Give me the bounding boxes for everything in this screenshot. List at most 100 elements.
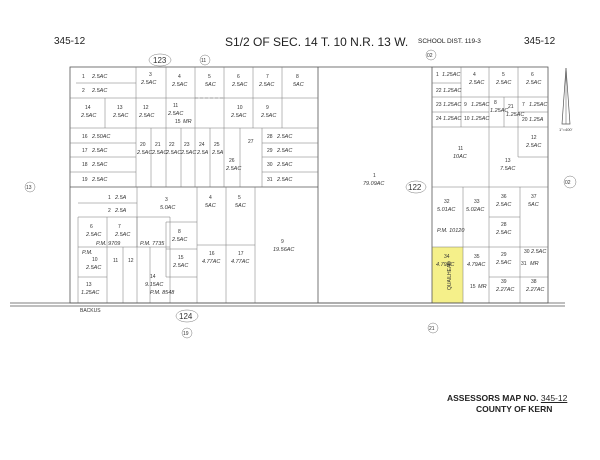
parcel-acreage: 1.25AC (442, 72, 460, 78)
parcel-number: 1 (108, 195, 111, 201)
parcel-number: 29 (501, 252, 507, 258)
assessors-map-label: ASSESSORS MAP NO. 345-12 (447, 393, 567, 403)
parcel-acreage: 2.5A (196, 150, 209, 156)
ref-11: 11 (201, 58, 206, 64)
parcel-acreage: 2.5AC (91, 74, 107, 80)
parcel-acreage: 4.77AC (231, 259, 249, 265)
parcel-acreage: P.M. 8548 (150, 290, 175, 296)
parcel-acreage: 2.5AC (180, 150, 196, 156)
parcel-number: 36 (501, 194, 507, 200)
parcel-number: 8 (494, 100, 497, 106)
highlighted-parcel[interactable] (432, 247, 463, 303)
parcel-number: 18 (82, 162, 88, 168)
parcel-number: 24 (199, 142, 205, 148)
parcel-number: 15 (175, 119, 181, 125)
parcel-acreage: 2.5AC (276, 162, 292, 168)
parcel-number: 9 (464, 102, 467, 108)
parcel-number: 24 (436, 116, 442, 122)
parcel-number: 13 (505, 158, 511, 164)
parcel-acreage: 2.5AC (91, 88, 107, 94)
parcel-number: 14 (85, 105, 91, 111)
parcel-acreage: 5AC (205, 82, 216, 88)
map-number-right: 345-12 (524, 36, 556, 47)
parcel-number: 31 (521, 261, 527, 267)
parcel-number: 5 (208, 74, 211, 80)
parcel-number: 1 (436, 72, 439, 78)
parcel-acreage: 2.27AC (495, 287, 514, 293)
parcel-number: 16 (82, 134, 88, 140)
parcel-acreage: 2.5AC (136, 150, 152, 156)
parcel-number: 8 (178, 229, 181, 235)
parcel-acreage: 1.25AC (506, 112, 524, 118)
parcel-number: 19 (82, 177, 88, 183)
parcel-number: 29 (267, 148, 273, 154)
parcel-number: 10 (464, 116, 470, 122)
north-arrow-icon: 1"=400' (559, 67, 573, 132)
parcel-number: 17 (238, 251, 244, 257)
parcel-number: 22 (436, 88, 442, 94)
parcel-number: 4 (473, 72, 476, 78)
parcel-acreage: MR (183, 119, 192, 125)
parcel-acreage: 4.77AC (202, 259, 220, 265)
parcel-acreage: 2.5AC (80, 113, 96, 119)
parcel-number: 6 (237, 74, 240, 80)
parcel-acreage: 4.79AC (467, 262, 485, 268)
parcel-acreage: 2.5A (211, 150, 224, 156)
parcel-number: 7 (118, 224, 121, 230)
parcel-acreage: 2.5AC (91, 177, 107, 183)
parcel-acreage: 2.5AC (495, 80, 511, 86)
school-district: SCHOOL DIST. 119-3 (418, 38, 481, 45)
parcel-acreage: 2.5AC (495, 260, 511, 266)
parcel-number: 7 (522, 102, 525, 108)
parcel-number: 6 (90, 224, 93, 230)
parcel-number: 9 (281, 239, 284, 245)
parcel-acreage: 2.5AC (91, 162, 107, 168)
parcel-acreage: 2.5A (114, 208, 127, 214)
parcel-number: 6 (531, 72, 534, 78)
county-label: COUNTY OF KERN (476, 404, 553, 414)
parcel-acreage: 2.5AC (151, 150, 167, 156)
parcel-acreage: 2.5AC (165, 150, 181, 156)
parcel-number: 1 (373, 173, 376, 179)
parcel-acreage: 2.5AC (85, 232, 101, 238)
parcel-acreage: 2.5AC (276, 134, 292, 140)
parcel-acreage: 7.5AC (500, 166, 515, 172)
parcel-number: 2 (82, 88, 85, 94)
parcel-number: 3 (149, 72, 152, 78)
parcel-number: 15 (470, 284, 476, 290)
map-number-left: 345-12 (54, 36, 86, 47)
parcel-number: 13 (117, 105, 123, 111)
parcel-acreage: 1.25AC (443, 102, 461, 108)
assessors-map-number: 345-12 (540, 393, 568, 403)
parcel-acreage: 2.5AC (260, 113, 276, 119)
parcel-acreage: P.M. (82, 250, 93, 256)
parcel-acreage: 2.5AC (138, 113, 154, 119)
parcel-number: 16 (209, 251, 215, 257)
parcel-acreage: 2.5AC (468, 80, 484, 86)
parcel-79-acres: 79.09AC (363, 181, 384, 187)
parcel-acreage: 1.25AC (471, 102, 489, 108)
parcel-number: 11 (113, 258, 118, 264)
ref-122: 122 (408, 183, 422, 192)
parcel-number: 20 (140, 142, 146, 148)
parcel-acreage: 2.5AC (172, 263, 188, 269)
parcel-number: 37 (531, 194, 537, 200)
parcel-number: 2 (108, 208, 111, 214)
parcel-number: 25 (214, 142, 220, 148)
map-title: S1/2 OF SEC. 14 T. 10 N.R. 13 W. (225, 35, 409, 49)
parcel-number: 26 (229, 158, 235, 164)
parcel-number: 10 (92, 257, 98, 263)
parcel-acreage: 5.02AC (466, 207, 484, 213)
parcel-number: 12 (143, 105, 149, 111)
parcel-acreage: 2.5AC (276, 177, 292, 183)
ref-19: 19 (183, 331, 189, 337)
parcel-acreage: 2.5AC (112, 113, 128, 119)
parcel-number: 13 (86, 282, 92, 288)
parcel-acreage: 1.25AC (529, 102, 547, 108)
parcel-acreage: MR (478, 284, 487, 290)
ref-21: 21 (429, 326, 435, 332)
parcel-acreage: 2.27AC (525, 287, 544, 293)
parcel-number: 11 (458, 146, 463, 152)
parcel-number: 28 (267, 134, 273, 140)
